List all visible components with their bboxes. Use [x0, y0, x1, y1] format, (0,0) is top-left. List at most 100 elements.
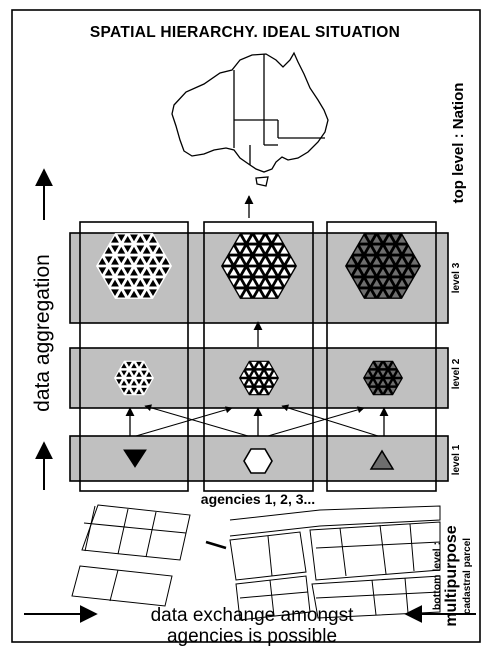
hex-cell	[398, 279, 406, 287]
hex-cell	[261, 245, 270, 253]
hex-cell	[375, 379, 381, 385]
hex-cell	[379, 234, 387, 242]
hex-cell	[248, 289, 257, 296]
hex-cell	[255, 290, 263, 298]
hex-cell	[274, 289, 282, 296]
hex-cell	[398, 236, 406, 243]
hex-cell	[136, 379, 142, 385]
hex-cell	[261, 279, 270, 287]
hex-cell	[155, 246, 164, 254]
hex-cell	[130, 256, 138, 264]
hex-cell	[223, 257, 232, 265]
hex-cell	[366, 234, 375, 242]
hex-cell	[248, 257, 257, 265]
agency-column-2	[203, 221, 314, 492]
hex-cell	[370, 363, 376, 369]
hex-cell	[149, 289, 157, 296]
hex-cell	[370, 380, 376, 386]
hex-cell	[385, 236, 394, 243]
hex-cell	[242, 268, 251, 276]
hex-cell	[104, 256, 113, 264]
hex-cell	[280, 246, 289, 254]
hex-cell	[155, 256, 164, 264]
hex-cell	[123, 289, 132, 296]
hex-cell	[267, 256, 276, 264]
level-3-hexagon-agency-1	[96, 233, 172, 299]
hex-cell	[380, 380, 386, 386]
hex-cell	[380, 363, 386, 369]
hex-cell	[404, 246, 413, 254]
hex-cell	[271, 371, 277, 377]
hex-cell	[391, 256, 400, 264]
hex-cell	[372, 236, 381, 243]
hex-cell	[246, 387, 252, 393]
hex-cell	[274, 279, 282, 287]
hex-cell	[111, 236, 119, 243]
level-2-hexagon-agency-1	[114, 360, 154, 396]
hex-cell	[286, 257, 295, 265]
hex-cell	[353, 278, 362, 286]
hex-cell	[410, 257, 419, 265]
hex-cell	[360, 289, 368, 296]
hex-cell	[149, 257, 157, 265]
hex-cell	[136, 245, 145, 253]
hex-cell	[410, 267, 419, 275]
hex-cell	[123, 236, 132, 243]
hex-cell	[142, 234, 151, 242]
hex-cell	[274, 267, 282, 275]
hex-cell	[379, 278, 387, 286]
hex-cell	[229, 256, 238, 264]
hex-cell	[242, 256, 251, 264]
hex-cell	[347, 257, 356, 265]
hex-cell	[286, 267, 295, 275]
hex-cell	[404, 256, 413, 264]
hex-cell	[366, 246, 375, 254]
hex-cell	[248, 279, 257, 287]
hex-cell	[246, 363, 252, 369]
hex-cell	[391, 290, 400, 298]
hex-cell	[347, 267, 356, 275]
hex-cell	[398, 289, 406, 296]
hex-cell	[353, 246, 362, 254]
hex-cell	[353, 268, 362, 276]
hex-cell	[256, 387, 262, 393]
hex-cell	[271, 379, 277, 385]
hex-cell	[251, 389, 257, 395]
hex-cell	[136, 267, 145, 275]
hex-cell	[385, 245, 394, 253]
arrow-l1-a2-to-a3	[267, 406, 365, 437]
hex-cell	[380, 370, 386, 376]
hex-cell	[98, 267, 107, 275]
hex-cell	[126, 379, 132, 385]
hex-cell	[117, 290, 126, 298]
hex-cell	[404, 278, 413, 286]
hex-cell	[261, 389, 267, 395]
arrow-l1-a3-to-a2	[281, 404, 379, 437]
hex-cell	[391, 278, 400, 286]
hex-cell	[375, 389, 381, 395]
hex-cell	[104, 278, 113, 286]
hex-cell	[111, 267, 119, 275]
hex-cell	[117, 234, 126, 242]
hex-cell	[117, 256, 126, 264]
hex-cell	[375, 361, 381, 367]
hex-cell	[261, 361, 267, 367]
hex-cell	[236, 257, 244, 265]
hex-cell	[398, 267, 406, 275]
hex-cell	[274, 257, 282, 265]
hex-cell	[379, 246, 387, 254]
level-1-label: level 1	[451, 444, 462, 475]
hex-cell	[398, 245, 406, 253]
hex-cell	[98, 257, 107, 265]
hex-cell	[274, 245, 282, 253]
hex-cell	[261, 267, 270, 275]
hex-cell	[242, 278, 251, 286]
hex-cell	[261, 289, 270, 296]
hex-cell	[266, 370, 272, 376]
hex-cell	[379, 256, 387, 264]
hex-cell	[136, 361, 142, 367]
arrow-l1-a1-to-a2	[135, 406, 233, 437]
hex-cell	[391, 268, 400, 276]
level-3-hexagon-agency-2	[221, 233, 297, 299]
hex-cell	[123, 257, 132, 265]
